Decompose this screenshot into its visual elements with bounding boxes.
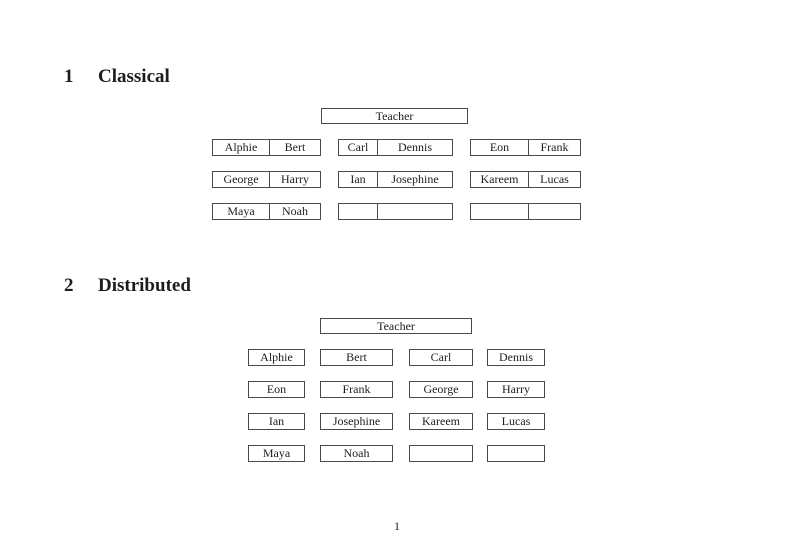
distributed-seat-3: Carl (409, 349, 473, 366)
classical-desk-6: Kareem Lucas (470, 171, 581, 188)
distributed-seat-13: Maya (248, 445, 305, 462)
distributed-seat-14: Noah (320, 445, 393, 462)
distributed-seat-6: Frank (320, 381, 393, 398)
section-2-title: Distributed (98, 275, 191, 296)
seat-cell-empty (378, 204, 452, 219)
classical-desk-1: Alphie Bert (212, 139, 321, 156)
section-1-number: 1 (64, 66, 74, 87)
seat-cell: Harry (281, 172, 309, 186)
seat-cell: Bert (284, 140, 306, 154)
seat-cell: Maya (213, 204, 270, 219)
distributed-seat-2: Bert (320, 349, 393, 366)
distributed-seat-7: George (409, 381, 473, 398)
distributed-seat-9: Ian (248, 413, 305, 430)
distributed-teacher-box: Teacher (320, 318, 472, 334)
distributed-seat-10: Josephine (320, 413, 393, 430)
seat-cell: Carl (339, 140, 378, 155)
classical-desk-4: George Harry (212, 171, 321, 188)
seat-cell: Dennis (398, 140, 432, 154)
seat-cell: Eon (471, 140, 529, 155)
distributed-seat-1: Alphie (248, 349, 305, 366)
seat-cell: George (213, 172, 270, 187)
distributed-seat-12: Lucas (487, 413, 545, 430)
section-1-heading: 1 Classical (64, 66, 170, 87)
seat-cell-empty (339, 204, 378, 219)
classical-desk-5: Ian Josephine (338, 171, 453, 188)
seat-cell: Alphie (213, 140, 270, 155)
classical-desk-2: Carl Dennis (338, 139, 453, 156)
classical-desk-7: Maya Noah (212, 203, 321, 220)
page-number: 1 (394, 519, 400, 533)
seat-cell: Kareem (471, 172, 529, 187)
seat-cell-empty (529, 204, 580, 219)
seat-cell: Josephine (391, 172, 439, 186)
section-2-number: 2 (64, 275, 74, 296)
distributed-seat-16-empty (487, 445, 545, 462)
classical-desk-8-empty (338, 203, 453, 220)
seat-cell: Frank (540, 140, 569, 154)
classical-teacher-box: Teacher (321, 108, 468, 124)
classical-desk-3: Eon Frank (470, 139, 581, 156)
section-1-title: Classical (98, 66, 170, 87)
seat-cell: Noah (282, 204, 308, 218)
seat-cell: Ian (339, 172, 378, 187)
distributed-seat-11: Kareem (409, 413, 473, 430)
distributed-seat-15-empty (409, 445, 473, 462)
section-2-heading: 2 Distributed (64, 275, 191, 296)
distributed-seat-8: Harry (487, 381, 545, 398)
seat-cell-empty (471, 204, 529, 219)
distributed-seat-5: Eon (248, 381, 305, 398)
classical-desk-9-empty (470, 203, 581, 220)
seat-cell: Lucas (540, 172, 569, 186)
distributed-seat-4: Dennis (487, 349, 545, 366)
